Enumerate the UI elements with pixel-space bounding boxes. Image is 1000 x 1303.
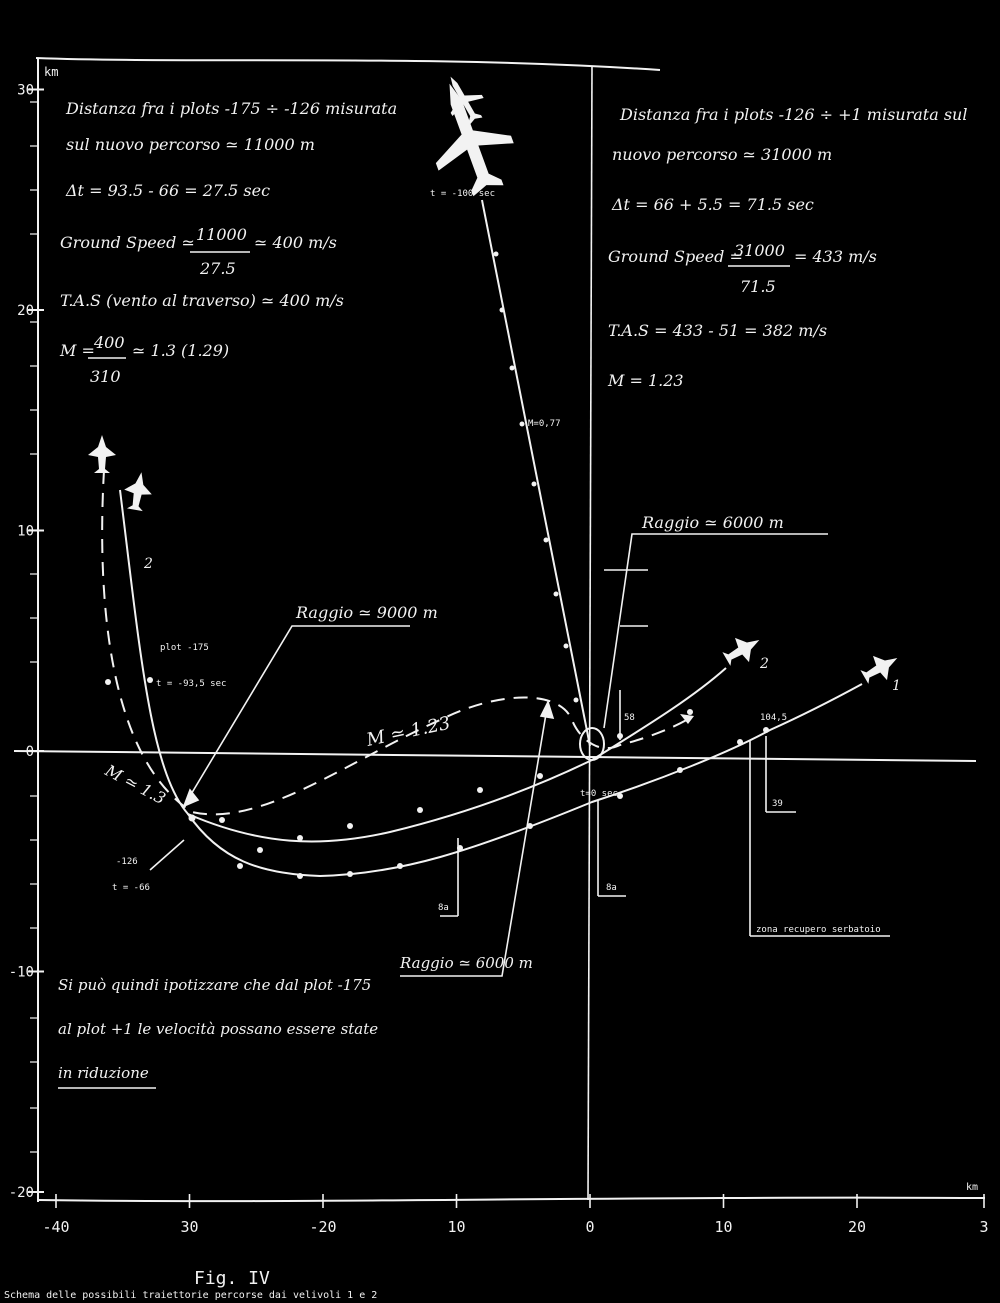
x-tick-label: 20 <box>848 1218 866 1236</box>
right-note-line2: nuovo percorso ≃ 31000 m <box>612 145 832 164</box>
track-1-label: 1 <box>892 678 901 694</box>
fighter-jet-icon <box>88 435 116 473</box>
y-axis-zero <box>587 65 593 1201</box>
bottom-note-line3: in riduzione <box>58 1064 149 1082</box>
fighter-jet-icon <box>860 655 898 684</box>
t0-label: t=0 sec <box>580 789 618 799</box>
left-note-line1: Distanza fra i plots -175 ÷ -126 misurat… <box>65 99 397 118</box>
x-tick-label: 10 <box>447 1218 465 1236</box>
right-note-line3: Δt = 66 + 5.5 = 71.5 sec <box>611 195 814 214</box>
plot-dots <box>105 251 769 879</box>
x-axis-zero <box>13 750 977 762</box>
left-note-line6a: M = <box>59 341 95 360</box>
track-2-solid-path <box>119 489 727 843</box>
x-tick-label: -20 <box>309 1218 336 1236</box>
x-unit-label: km <box>966 1182 978 1193</box>
y-tick-label: -10 <box>9 965 34 981</box>
x-tick-label: 3 <box>979 1218 988 1236</box>
raggio-6000-top-pointer <box>603 533 828 729</box>
raggio-9000-arrowhead <box>182 788 200 808</box>
track-2-direction-arrow <box>680 714 694 724</box>
x-tick-label: 0 <box>585 1218 594 1236</box>
bottom-note-line1: Si può quindi ipotizzare che dal plot -1… <box>58 976 371 994</box>
top-border <box>35 57 661 71</box>
value-8a-label: 8a <box>606 883 617 893</box>
left-note-line6b: ≃ 1.3 (1.29) <box>132 341 229 360</box>
left-note: Distanza fra i plots -175 ÷ -126 misurat… <box>59 99 397 386</box>
x-tick-label: 30 <box>180 1218 198 1236</box>
airliner-icon <box>450 76 484 125</box>
left-note-line4-den: 27.5 <box>199 259 236 278</box>
raggio-6000-bottom-pointer <box>400 701 549 977</box>
left-note-line4a: Ground Speed ≃ <box>60 233 195 252</box>
left-note-line5: T.A.S (vento al traverso) ≃ 400 m/s <box>60 291 344 310</box>
left-note-line6-den: 310 <box>90 367 121 386</box>
axis-frame <box>13 57 986 1203</box>
annotation-pointers <box>58 533 890 1089</box>
raggio-6000-bottom-label: Raggio ≃ 6000 m <box>399 954 533 972</box>
y-tick-label: 10 <box>17 524 34 540</box>
y-tick-label: 20 <box>17 303 34 319</box>
raggio-9000-pointer <box>183 625 410 807</box>
value-58-label: 58 <box>624 713 635 723</box>
airliner-path <box>481 199 591 747</box>
value-104-label: 104,5 <box>760 713 787 723</box>
bottom-note-line2: al plot +1 le velocità possano essere st… <box>58 1020 378 1038</box>
zona-label: zona recupero serbatoio <box>756 925 881 935</box>
mach-077-label: M=0,77 <box>528 419 561 429</box>
x-tick-label: -40 <box>42 1218 69 1236</box>
fighter-jet-icon <box>124 472 152 512</box>
left-note-line4-num: 11000 <box>196 225 247 244</box>
t-b-label: t = -100 sec <box>430 189 495 199</box>
plot-175-label: plot -175 <box>160 643 209 653</box>
right-note-line4b: = 433 m/s <box>794 247 877 266</box>
bottom-border <box>37 1196 986 1203</box>
track-1-solid-path <box>187 683 863 878</box>
left-axis-minor-ticks <box>30 101 38 1153</box>
x-tick-label: 10 <box>714 1218 732 1236</box>
right-note: Distanza fra i plots -126 ÷ +1 misurata … <box>607 105 967 390</box>
left-note-line3: Δt = 93.5 - 66 = 27.5 sec <box>65 181 270 200</box>
value-8b-label: 8a <box>438 903 449 913</box>
fighter-jet-icon <box>722 637 760 666</box>
raggio-6000-top-label: Raggio ≃ 6000 m <box>641 513 784 532</box>
x-tick-labels: -40 30 -20 10 0 10 20 3 <box>42 1194 989 1236</box>
y-tick-labels: 3020100-10-20 <box>9 83 44 1201</box>
t-a-label: t = -93,5 sec <box>156 679 226 689</box>
raggio-6000-bottom-arrowhead <box>539 699 555 720</box>
value-39-label: 39 <box>772 799 783 809</box>
left-note-line6-num: 400 <box>93 333 125 352</box>
track-2-label: 2 <box>759 656 769 672</box>
y-tick-label: -20 <box>9 1185 34 1201</box>
y-tick-label: 30 <box>17 83 34 99</box>
right-note-line5: T.A.S = 433 - 51 = 382 m/s <box>608 321 827 340</box>
right-note-line1: Distanza fra i plots -126 ÷ +1 misurata … <box>619 105 967 124</box>
raggio-9000-label: Raggio ≃ 9000 m <box>295 603 438 622</box>
origin-loop <box>579 727 605 761</box>
t-c-label: -126 <box>116 857 138 867</box>
right-note-line4-den: 71.5 <box>740 277 776 296</box>
left-note-line2: sul nuovo percorso ≃ 11000 m <box>66 135 315 154</box>
right-note-line4a: Ground Speed = <box>608 247 743 266</box>
figure-caption-text: Schema delle possibili traiettorie perco… <box>4 1290 377 1301</box>
track-2-label-left: 2 <box>143 556 153 572</box>
bottom-note: Si può quindi ipotizzare che dal plot -1… <box>58 976 378 1082</box>
small-labels: M=0,77 plot -175 t = -93,5 sec t = -100 … <box>112 189 881 935</box>
y-unit-label: km <box>44 65 58 79</box>
t-d-label: t = -66 <box>112 883 150 893</box>
left-note-line4b: ≃ 400 m/s <box>254 233 337 252</box>
figure-caption-title: Fig. IV <box>194 1268 270 1289</box>
right-note-line6: M = 1.23 <box>607 371 684 390</box>
right-note-line4-num: 31000 <box>734 241 785 260</box>
trajectories <box>101 199 863 878</box>
